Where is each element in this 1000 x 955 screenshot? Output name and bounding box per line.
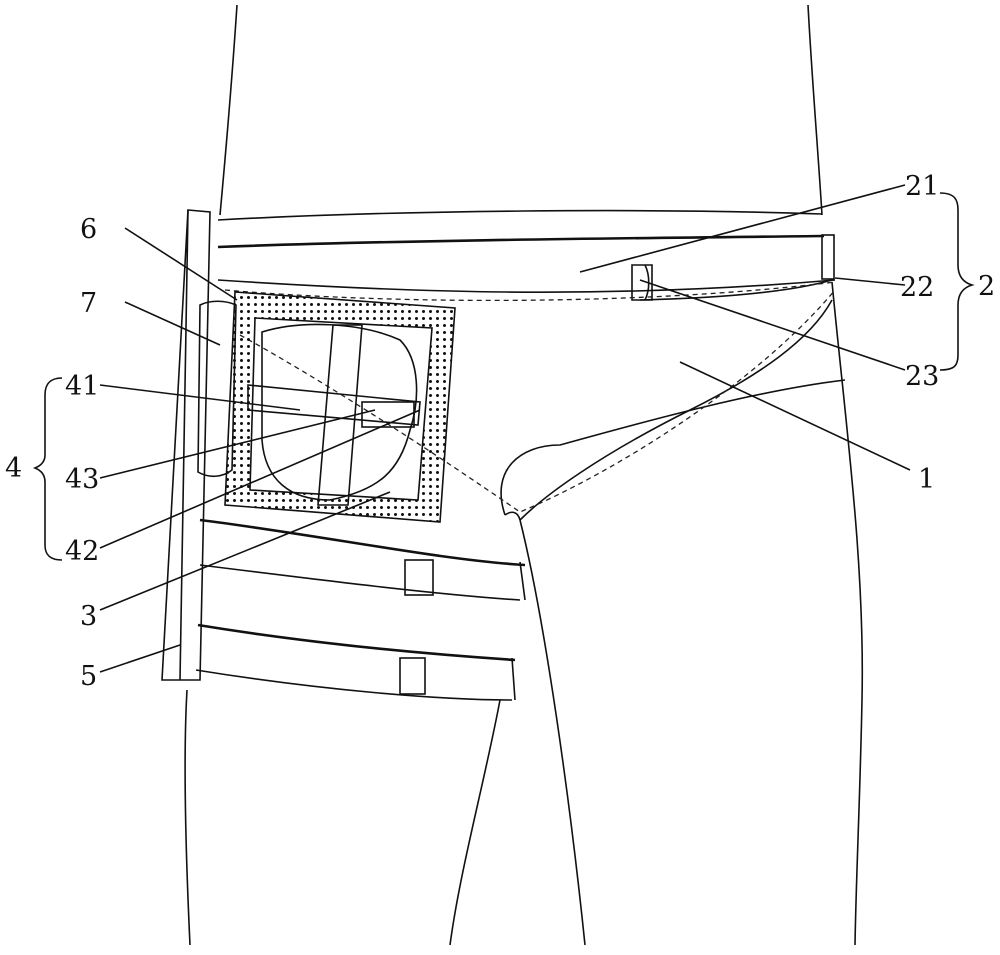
strap-42 (247, 384, 421, 426)
leg-straps (195, 518, 526, 701)
label-2: 2 (978, 271, 995, 302)
label-42: 42 (65, 536, 99, 567)
label-43: 43 (65, 464, 99, 495)
label-23: 23 (905, 361, 939, 392)
label-21: 21 (905, 171, 939, 202)
leader-lines (32, 184, 975, 673)
label-22: 22 (900, 272, 934, 303)
label-5: 5 (80, 661, 97, 692)
belt-2 (217, 209, 836, 513)
reference-labels: 21 2 22 23 1 6 7 41 4 43 42 3 5 (5, 171, 995, 692)
clip-43 (361, 401, 415, 428)
label-4: 4 (5, 453, 22, 484)
label-7: 7 (80, 288, 97, 319)
pad-3 (224, 291, 456, 523)
label-41: 41 (65, 371, 99, 402)
label-3: 3 (80, 601, 97, 632)
buckle-22 (821, 234, 835, 280)
body-outline (184, 4, 864, 946)
label-6: 6 (80, 214, 97, 245)
label-1: 1 (918, 464, 935, 495)
strap-41 (317, 324, 363, 506)
